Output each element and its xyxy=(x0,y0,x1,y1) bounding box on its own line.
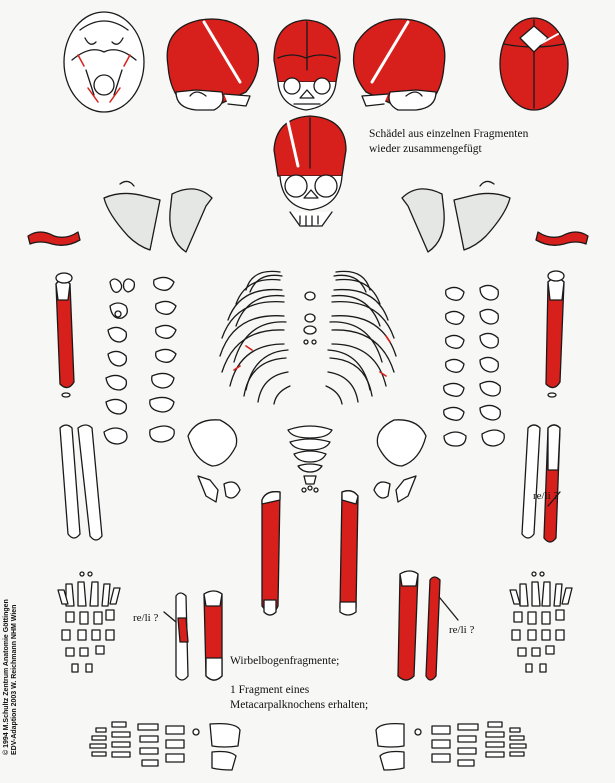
left-femur xyxy=(262,492,280,615)
right-humerus xyxy=(546,271,564,397)
right-tibia xyxy=(398,571,418,680)
skull-frontal-view xyxy=(274,20,340,110)
skull-top-view xyxy=(500,18,568,110)
rib-cage xyxy=(220,271,396,404)
sternum-segments xyxy=(304,292,316,344)
right-ilium xyxy=(374,420,426,502)
left-humerus xyxy=(56,273,74,397)
left-fibula xyxy=(164,593,188,680)
right-foot-bones xyxy=(510,572,572,672)
left-ilium xyxy=(188,420,240,502)
right-clavicle xyxy=(536,232,588,245)
left-vertebral-arches xyxy=(104,277,176,444)
copyright-note: © 1994 M.Schultz Zentrum Anatomie Göttin… xyxy=(3,565,19,755)
left-hand-bones xyxy=(90,722,240,770)
right-scapula-pair xyxy=(402,181,510,252)
skull-left-lateral-view xyxy=(167,19,258,110)
left-scapula-pair xyxy=(104,181,212,252)
skull-basal-view xyxy=(64,12,144,112)
metacarpal-note-line-2: Metacarpalknochens erhalten; xyxy=(230,699,368,711)
right-hand-bones xyxy=(376,722,526,770)
metacarpal-note-line-1: 1 Fragment eines xyxy=(230,684,309,696)
side-unknown-label-left-fibula: re/li ? xyxy=(133,612,158,624)
left-foot-bones xyxy=(58,572,120,672)
lumbar-sacral-vertebrae xyxy=(288,426,332,492)
side-unknown-label-right-forearm: re/li ? xyxy=(533,490,558,502)
skull-posterior-view xyxy=(274,116,346,226)
right-femur xyxy=(340,491,358,615)
left-tibia xyxy=(204,591,222,680)
copyright-line-2: EDV-Adaption 2003 W. Reichmann NHM Wien xyxy=(11,565,19,755)
side-unknown-label-right-fibula: re/li ? xyxy=(449,624,474,636)
skull-note-line-2: wieder zusammengefügt xyxy=(369,143,482,155)
copyright-line-1: © 1994 M.Schultz Zentrum Anatomie Göttin… xyxy=(3,565,11,755)
right-forearm-bones xyxy=(522,425,560,542)
skull-note-line-1: Schädel aus einzelnen Fragmenten xyxy=(369,128,528,140)
skull-right-lateral-view xyxy=(354,19,445,110)
left-forearm-bones xyxy=(60,425,102,540)
right-vertebral-arches xyxy=(444,285,505,446)
left-clavicle xyxy=(28,232,80,245)
vertebral-arch-note: Wirbelbogenfragmente; xyxy=(230,655,339,667)
